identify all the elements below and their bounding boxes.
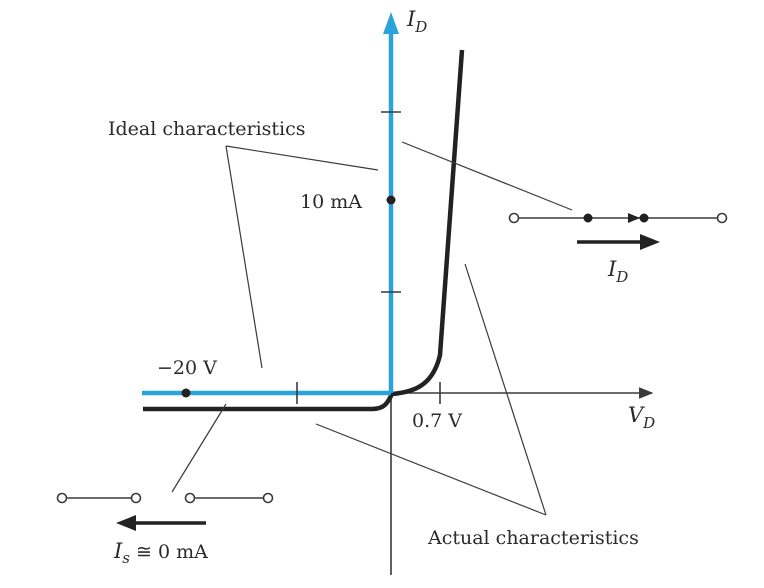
id-axis-arrowhead (383, 12, 399, 34)
actual-leader-1 (464, 263, 547, 516)
point-10ma (386, 195, 396, 205)
ideal-characteristics-label: Ideal characteristics (108, 118, 306, 140)
point-neg20v (181, 388, 191, 398)
forward-current-label: ID (607, 257, 628, 286)
forward-current-arrow-icon (577, 234, 660, 250)
current-10ma-label: 10 mA (300, 191, 362, 213)
reverse-current-arrow-icon (116, 515, 206, 531)
voltage-neg20-label: −20 V (157, 357, 217, 379)
reverse-current-label: Is ≅ 0 mA (113, 539, 208, 567)
actual-characteristics-label: Actual characteristics (427, 527, 639, 549)
forward-leader (401, 141, 573, 211)
open-switch-icon (56, 492, 274, 504)
reverse-leader (171, 403, 227, 493)
ideal-leader-2 (225, 145, 263, 369)
id-axis-label: ID (406, 7, 427, 36)
voltage-07-label: 0.7 V (412, 410, 462, 432)
actual-leader-2 (315, 423, 547, 516)
ideal-leader-1 (225, 145, 379, 171)
actual-characteristic-curve (143, 49, 465, 412)
closed-switch-icon (508, 212, 728, 224)
vd-axis-label: VD (628, 403, 655, 432)
